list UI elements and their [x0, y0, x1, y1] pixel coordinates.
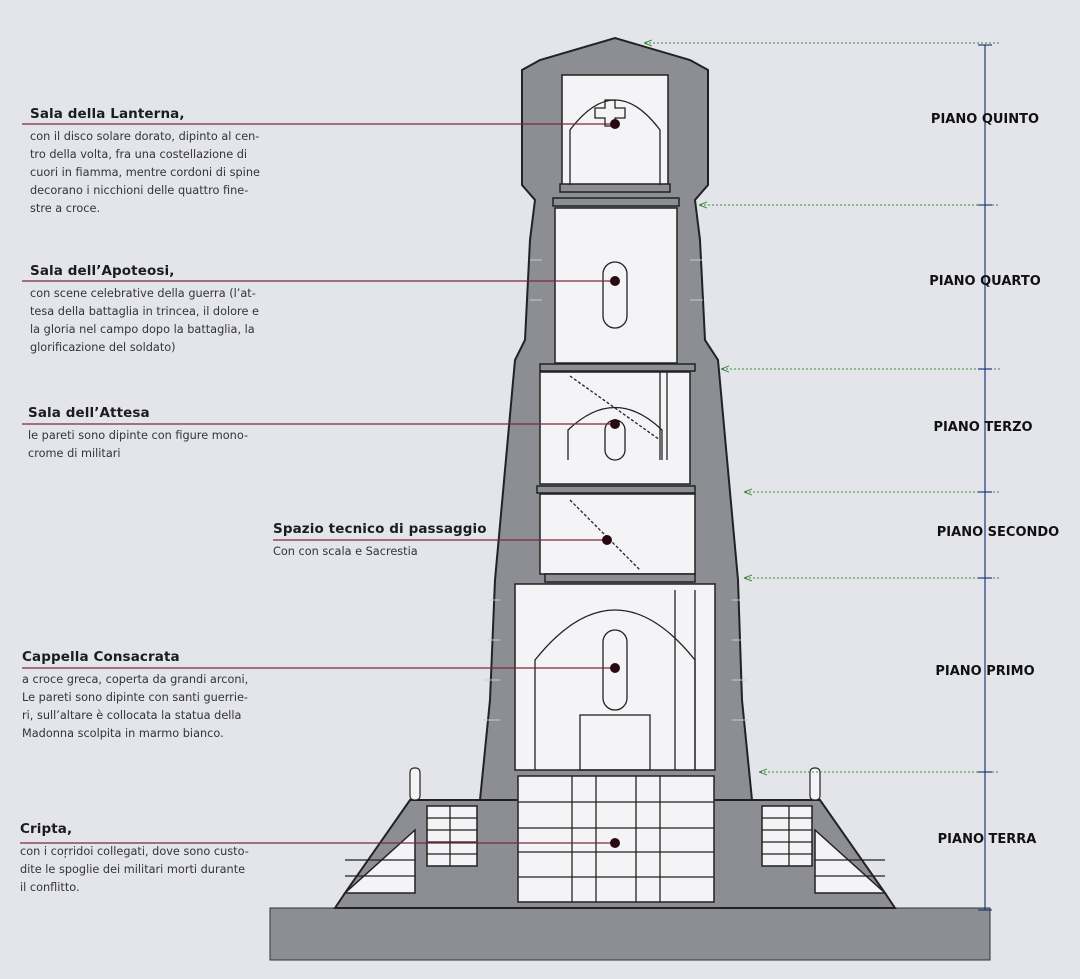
ground-base: [269, 907, 991, 961]
floor-slabs: [536, 183, 696, 583]
label-sala-attesa: Sala dell’Attesa le pareti sono dipinte …: [28, 405, 248, 463]
leader-lines: [20, 123, 615, 844]
label-spazio-tecnico: Spazio tecnico di passaggio Con con scal…: [273, 521, 487, 561]
room-title: Spazio tecnico di passaggio: [273, 521, 487, 537]
floor-label-quinto: PIANO QUINTO: [930, 112, 1040, 127]
floor-label-primo: PIANO PRIMO: [935, 664, 1035, 679]
stone-coursing: [483, 259, 748, 721]
floor-label-terzo: PIANO TERZO: [933, 420, 1033, 435]
room-title: Cappella Consacrata: [22, 649, 180, 665]
room-markers: [602, 119, 620, 848]
level-arrows: [645, 43, 1000, 772]
arches: [534, 99, 696, 771]
room-description: a croce greca, coperta da grandi arconi,…: [22, 673, 249, 740]
floor-label-secondo: PIANO SECONDO: [936, 525, 1060, 540]
room-description: con i coŗridoi collegati, dove sono cust…: [20, 845, 249, 894]
label-sala-apoteosi: Sala dell’Apoteosi, con scene celebrativ…: [30, 263, 259, 357]
crypt-niches: [345, 776, 885, 902]
floor-label-terra: PIANO TERRA: [937, 832, 1037, 847]
label-cappella: Cappella Consacrata a croce greca, coper…: [22, 649, 248, 743]
room-title: Cripta,: [20, 821, 73, 837]
room-title: Sala dell’Apoteosi,: [30, 263, 175, 279]
room-title: Sala dell’Attesa: [28, 405, 150, 421]
room-description: le pareti sono dipinte con figure mono- …: [28, 429, 249, 460]
label-sala-lanterna: Sala della Lanterna, con il disco solare…: [30, 106, 260, 218]
room-description: con scene celebrative della guerra (l’at…: [30, 287, 259, 354]
room-description: con il disco solare dorato, dipinto al c…: [30, 130, 260, 215]
floor-label-quarto: PIANO QUARTO: [929, 274, 1041, 289]
finials: [409, 767, 821, 801]
dimension-line: [978, 44, 992, 911]
label-cripta: Cripta, con i coŗridoi collegati, dove s…: [20, 821, 249, 897]
room-title: Sala della Lanterna,: [30, 106, 185, 122]
room-description: Con con scala e Sacrestia: [273, 545, 418, 558]
